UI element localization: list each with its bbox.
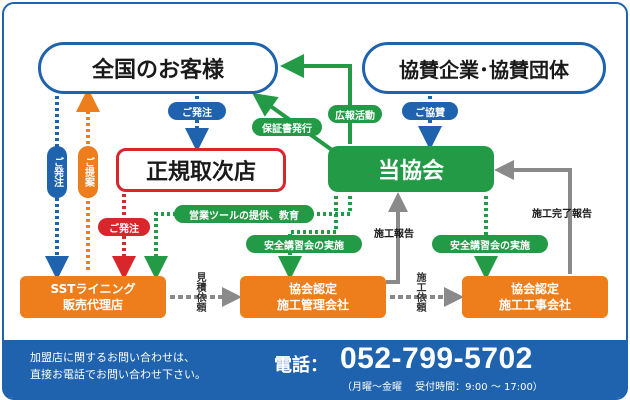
tel-number[interactable]: 052-799-5702 [340, 342, 533, 375]
label-propose: ご提案 [78, 146, 98, 198]
label-construction-report: 施工報告 [374, 229, 414, 240]
node-sst-line2: 販売代理店 [62, 298, 123, 312]
node-sst-line1: SSTライニング [50, 282, 136, 296]
footer-note-line1: 加盟店に関するお問い合わせは、 [30, 351, 195, 364]
node-const-line2: 施工工事会社 [498, 298, 571, 312]
label-completion-report: 施工完了報告 [532, 209, 592, 220]
label-sales-tools: 営業ツールの提供、教育 [174, 205, 314, 223]
node-mgmt-line2: 施工管理会社 [276, 298, 349, 312]
edge-assoc-to-mgmt [278, 196, 338, 280]
label-order-sst: ご発注 [47, 146, 67, 198]
label-order-agency: ご発注 [168, 102, 226, 120]
edge-const-to-assoc [494, 160, 572, 274]
label-guarantee: 保証書発行 [252, 118, 322, 136]
node-customers: 全国のお客様 [38, 42, 278, 94]
tel-label: 電話： [274, 355, 328, 376]
node-const-line1: 協会認定 [510, 282, 559, 296]
footer-note-line2: 直接お電話でお問い合わせ下さい。 [30, 368, 206, 381]
node-mgmt-company: 協会認定 施工管理会社 [240, 276, 386, 318]
footer-note: 加盟店に関するお問い合わせは、 直接お電話でお問い合わせ下さい。 [30, 349, 206, 383]
label-order-red: ご発注 [98, 218, 150, 236]
label-estimate-request: 見積依頼 [194, 272, 205, 312]
label-construction-request: 施工依頼 [414, 272, 425, 312]
label-safety-mgmt: 安全講習会の実施 [246, 235, 362, 253]
edge-mgmt-to-assoc [386, 192, 408, 284]
node-sst-agency: SSTライニング 販売代理店 [20, 276, 166, 318]
contact-footer: 加盟店に関するお問い合わせは、 直接お電話でお問い合わせ下さい。 電話： 052… [2, 340, 628, 398]
label-sponsorship: ご協賛 [402, 102, 458, 120]
node-association: 当協会 [328, 146, 494, 192]
tel-hours: （月曜～金曜 受付時間：9:00 ～ 17:00） [342, 382, 543, 393]
label-safety-const: 安全講習会の実施 [432, 235, 548, 253]
node-agency: 正規取次店 [116, 148, 286, 192]
node-const-company: 協会認定 施工工事会社 [462, 276, 608, 318]
node-mgmt-line1: 協会認定 [288, 282, 337, 296]
node-sponsors: 協賛企業･協賛団体 [362, 42, 606, 94]
label-pr: 広報活動 [328, 105, 382, 123]
